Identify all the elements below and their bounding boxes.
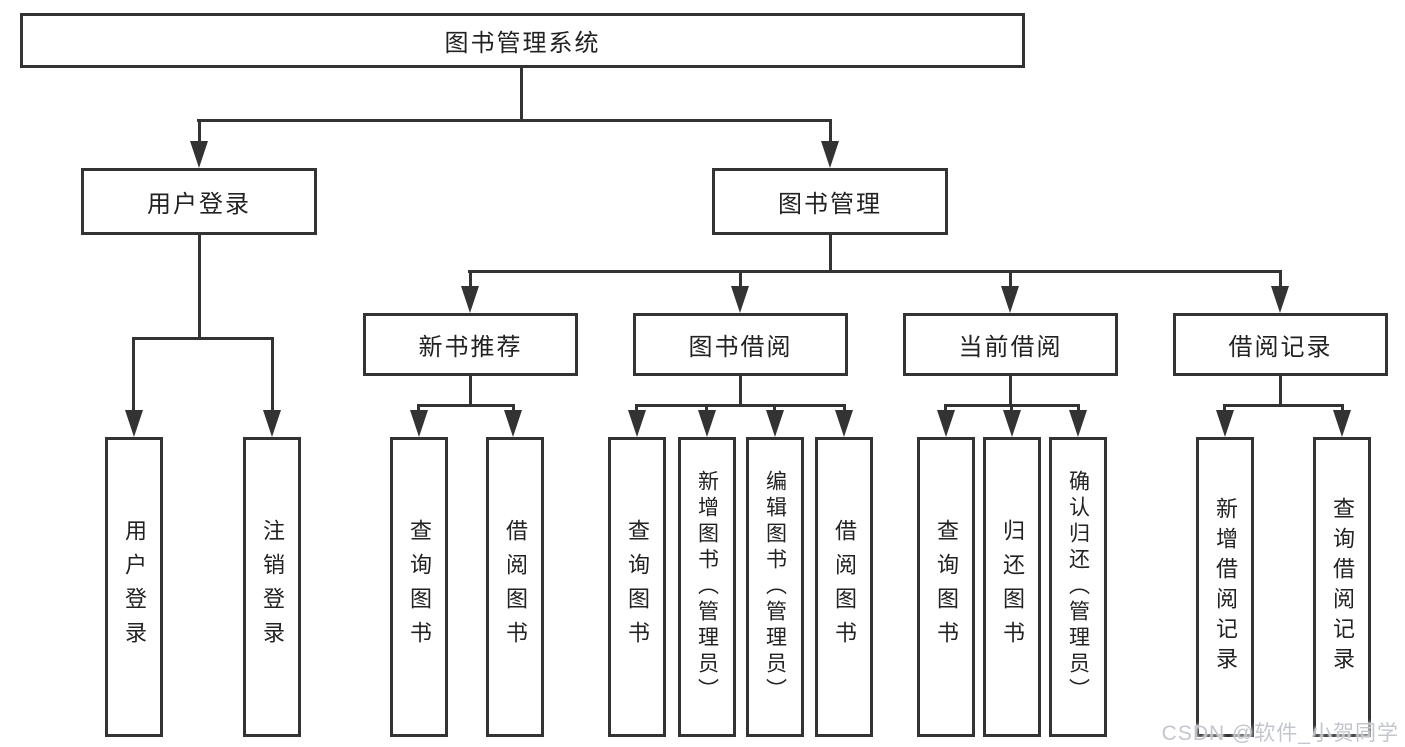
arrow-down-icon bbox=[1003, 410, 1021, 437]
leaf-label: 归还图书 bbox=[1000, 519, 1025, 655]
connector-line bbox=[271, 337, 274, 415]
connector-line bbox=[198, 235, 201, 340]
arrow-down-icon bbox=[263, 410, 281, 437]
leaf-label: 查询图书 bbox=[934, 519, 959, 655]
leaf-label: 查询图书 bbox=[407, 519, 432, 655]
csdn-watermark: CSDN @软件_小贺同学 bbox=[1161, 722, 1399, 745]
leaf-label: 新增借阅记录 bbox=[1213, 497, 1238, 677]
arrow-down-icon bbox=[1069, 410, 1087, 437]
leaf-current-return-book: 归还图书 bbox=[983, 437, 1041, 737]
arrow-down-icon bbox=[1001, 286, 1019, 313]
leaf-recommend-query-book: 查询图书 bbox=[390, 437, 448, 737]
connector-line bbox=[132, 337, 274, 340]
connector-line bbox=[469, 270, 472, 290]
leaf-logout: 注销登录 bbox=[243, 437, 301, 737]
connector-line bbox=[417, 404, 515, 407]
arrow-down-icon bbox=[504, 410, 522, 437]
connector-line bbox=[132, 337, 135, 415]
arrow-down-icon bbox=[731, 286, 749, 313]
node-label: 图书借阅 bbox=[688, 334, 793, 361]
arrow-down-icon bbox=[125, 410, 143, 437]
arrow-down-icon bbox=[698, 410, 716, 437]
leaf-borrow-add-book-admin: 新增图书（管理员） bbox=[678, 437, 736, 737]
connector-line bbox=[1279, 376, 1282, 407]
leaf-query-borrow-record: 查询借阅记录 bbox=[1313, 437, 1371, 737]
connector-line bbox=[829, 119, 832, 147]
arrow-down-icon bbox=[835, 410, 853, 437]
connector-line bbox=[468, 270, 1282, 273]
arrow-down-icon bbox=[628, 410, 646, 437]
connector-line bbox=[1223, 404, 1344, 407]
connector-line bbox=[829, 235, 832, 273]
leaf-label: 借阅图书 bbox=[503, 519, 528, 655]
node-label: 用户登录 bbox=[147, 191, 251, 218]
arrow-down-icon bbox=[821, 141, 839, 168]
arrow-down-icon bbox=[1271, 286, 1289, 313]
connector-line bbox=[739, 270, 742, 290]
connector-line bbox=[1009, 270, 1012, 290]
connector-line bbox=[1279, 270, 1282, 290]
node-label: 借阅记录 bbox=[1228, 334, 1333, 361]
leaf-borrow-borrow-book: 借阅图书 bbox=[815, 437, 873, 737]
leaf-label: 新增图书（管理员） bbox=[695, 470, 719, 704]
leaf-user-login: 用户登录 bbox=[105, 437, 163, 737]
node-book-management: 图书管理 bbox=[712, 168, 948, 235]
node-label: 图书管理系统 bbox=[444, 30, 601, 57]
connector-line bbox=[739, 376, 742, 407]
leaf-borrow-edit-book-admin: 编辑图书（管理员） bbox=[746, 437, 804, 737]
node-borrow-records: 借阅记录 bbox=[1173, 313, 1388, 376]
connector-line bbox=[198, 119, 201, 147]
node-book-borrow: 图书借阅 bbox=[633, 313, 848, 376]
connector-line bbox=[1009, 376, 1012, 407]
connector-line bbox=[635, 404, 846, 407]
leaf-label: 注销登录 bbox=[260, 519, 285, 655]
leaf-label: 查询图书 bbox=[625, 519, 650, 655]
arrow-down-icon bbox=[410, 410, 428, 437]
leaf-current-query-book: 查询图书 bbox=[917, 437, 975, 737]
leaf-label: 确认归还（管理员） bbox=[1066, 470, 1090, 704]
leaf-label: 查询借阅记录 bbox=[1330, 497, 1355, 677]
leaf-label: 编辑图书（管理员） bbox=[763, 470, 787, 704]
arrow-down-icon bbox=[461, 286, 479, 313]
node-label: 当前借阅 bbox=[958, 334, 1063, 361]
node-label: 图书管理 bbox=[778, 191, 882, 218]
arrow-down-icon bbox=[937, 410, 955, 437]
connector-line bbox=[469, 376, 472, 407]
arrow-down-icon bbox=[190, 141, 208, 168]
leaf-label: 用户登录 bbox=[122, 519, 147, 655]
node-library-management-system: 图书管理系统 bbox=[20, 13, 1025, 68]
leaf-label: 借阅图书 bbox=[832, 519, 857, 655]
node-user-login: 用户登录 bbox=[81, 168, 317, 235]
leaf-borrow-query-book: 查询图书 bbox=[608, 437, 666, 737]
leaf-add-borrow-record: 新增借阅记录 bbox=[1196, 437, 1254, 737]
node-current-borrow: 当前借阅 bbox=[903, 313, 1118, 376]
connector-line bbox=[197, 119, 832, 122]
connector-line bbox=[520, 68, 523, 122]
node-new-book-recommend: 新书推荐 bbox=[363, 313, 578, 376]
arrow-down-icon bbox=[766, 410, 784, 437]
leaf-recommend-borrow-book: 借阅图书 bbox=[486, 437, 544, 737]
arrow-down-icon bbox=[1216, 410, 1234, 437]
arrow-down-icon bbox=[1333, 410, 1351, 437]
node-label: 新书推荐 bbox=[418, 334, 523, 361]
leaf-current-confirm-return-admin: 确认归还（管理员） bbox=[1049, 437, 1107, 737]
